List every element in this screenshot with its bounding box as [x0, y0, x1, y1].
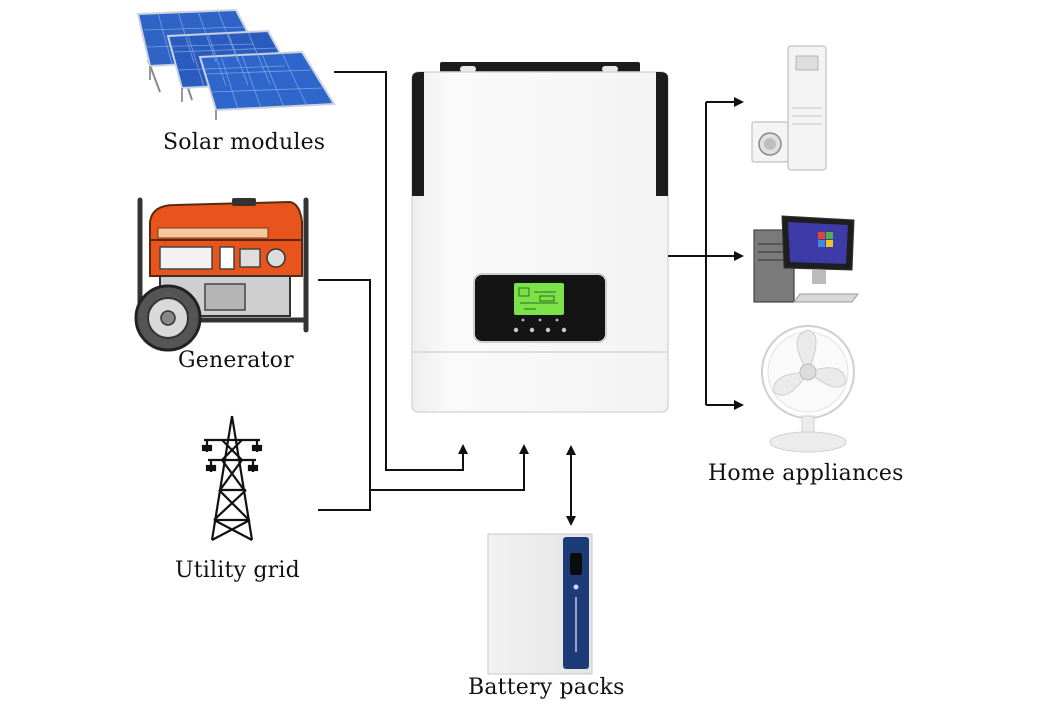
- inverter-unit: [411, 62, 669, 413]
- computer-icon: [753, 215, 859, 303]
- connector-lines: [318, 71, 744, 526]
- utility-grid-label: Utility grid: [175, 558, 300, 583]
- washing-machine-icon: [751, 121, 789, 163]
- solar-modules-label: Solar modules: [163, 130, 326, 155]
- inverter-display: [473, 273, 607, 343]
- generator-icon: [134, 197, 309, 352]
- desk-fan-icon: [761, 325, 855, 453]
- battery-pack-icon: [487, 533, 593, 675]
- battery-packs-label: Battery packs: [468, 675, 625, 700]
- air-conditioner-icon: [787, 45, 827, 171]
- transmission-tower-icon: [201, 415, 263, 541]
- generator-label: Generator: [178, 348, 294, 373]
- solar-panels-icon: [136, 8, 336, 120]
- home-appliances-label: Home appliances: [708, 461, 904, 486]
